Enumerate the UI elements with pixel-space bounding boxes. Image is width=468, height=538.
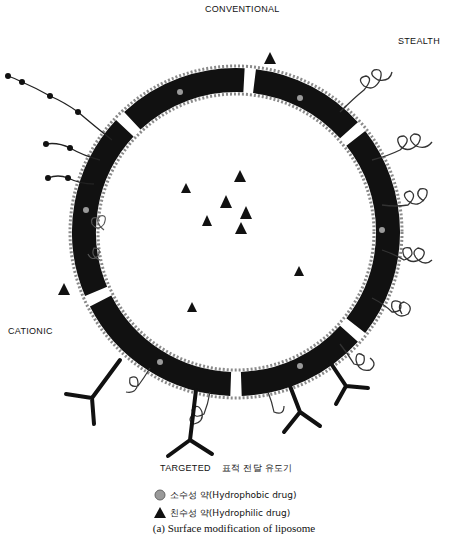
legend-text: 친수성 약(Hydrophilic drug) [170,507,290,520]
cationic-chains [8,76,112,184]
peg-coils [340,70,432,371]
antibodies [66,360,368,456]
inner-lipid-heads [98,94,374,370]
legend-hydrophobic-sample [155,490,165,500]
cationic-coils [88,216,105,260]
section-label: TARGETED [160,463,211,473]
hydrophilic-drug-triangles [58,52,304,312]
section-label: CONVENTIONAL [205,4,280,14]
legend-hydrophilic-sample [154,507,166,518]
cationic-charges [5,73,81,181]
hydrophobic-drug-dots [83,89,385,369]
section-label: STEALTH [398,36,440,46]
section-label: CATIONIC [8,326,53,336]
annotation-label: 표적 전달 유도기 [222,462,293,475]
legend-text: 소수성 약(Hydrophobic drug) [170,489,296,502]
figure-caption: (a) Surface modification of liposome [0,522,468,534]
outer-lipid-heads [70,66,402,398]
bilayer-segments [84,80,388,384]
targeted-coils [126,368,284,424]
